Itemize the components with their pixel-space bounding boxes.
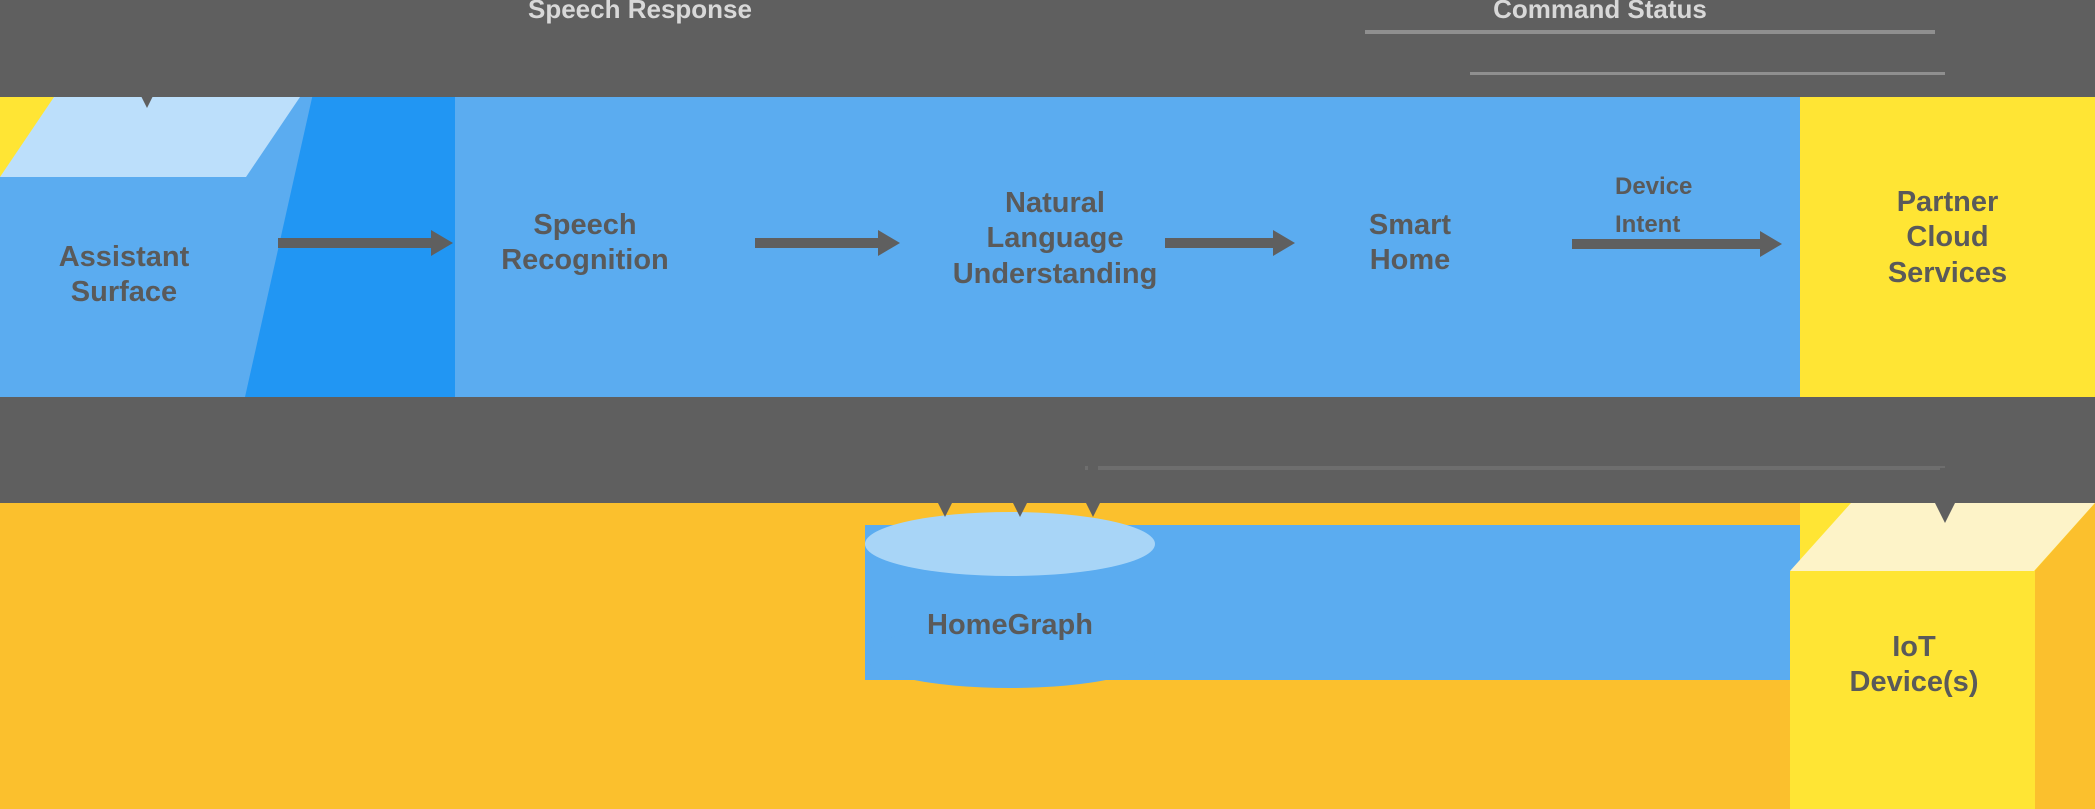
arrow-into-homegraph-2 bbox=[1005, 457, 1035, 517]
intent-edge-label: Intent bbox=[1615, 211, 1681, 238]
header-command-status: Command Status bbox=[1493, 0, 1707, 24]
arrow-speech-to-nlu bbox=[755, 230, 900, 256]
speech-recognition-label: Speech Recognition bbox=[501, 209, 669, 277]
iot-devices-front-face bbox=[1790, 571, 2035, 809]
iot-devices-label: IoT Device(s) bbox=[1849, 631, 1979, 699]
arrow-into-iot-devices bbox=[1930, 468, 1960, 523]
homegraph-connector-rail-upper bbox=[1085, 466, 1945, 470]
assistant-surface-front-face bbox=[0, 177, 245, 397]
assistant-surface-label: Assistant Surface bbox=[58, 241, 190, 309]
arrow-into-assistant-surface bbox=[132, 60, 162, 108]
arrow-surface-to-speech bbox=[278, 230, 453, 256]
assistant-surface-top-face bbox=[0, 97, 300, 177]
homegraph-label: HomeGraph bbox=[927, 609, 1093, 641]
homegraph-cylinder-top-cap bbox=[865, 512, 1155, 576]
smart-home-label: Smart Home bbox=[1368, 209, 1452, 277]
header-rule-left bbox=[1365, 30, 1935, 34]
iot-devices-box[interactable] bbox=[1790, 503, 2095, 809]
header-speech-response: Speech Response bbox=[528, 0, 752, 24]
natural-language-understanding-label: Natural Language Understanding bbox=[952, 187, 1158, 290]
homegraph-cylinder[interactable] bbox=[865, 512, 1155, 688]
arrow-nlu-to-smarthome bbox=[1165, 230, 1295, 256]
device-edge-label: Device bbox=[1615, 173, 1693, 200]
arrow-into-homegraph-3 bbox=[1078, 457, 1108, 517]
homegraph-connector-rail bbox=[1085, 484, 1945, 490]
homegraph-cylinder-bottom-cap bbox=[865, 624, 1155, 688]
arrow-smarthome-to-partnercloud bbox=[1572, 231, 1782, 257]
partner-cloud-services-label: Partner Cloud Services bbox=[1887, 186, 2008, 289]
partner-cloud-services-box[interactable] bbox=[1800, 97, 2095, 397]
header-rule-right bbox=[1470, 72, 1945, 75]
arrow-into-homegraph-1 bbox=[930, 457, 960, 517]
